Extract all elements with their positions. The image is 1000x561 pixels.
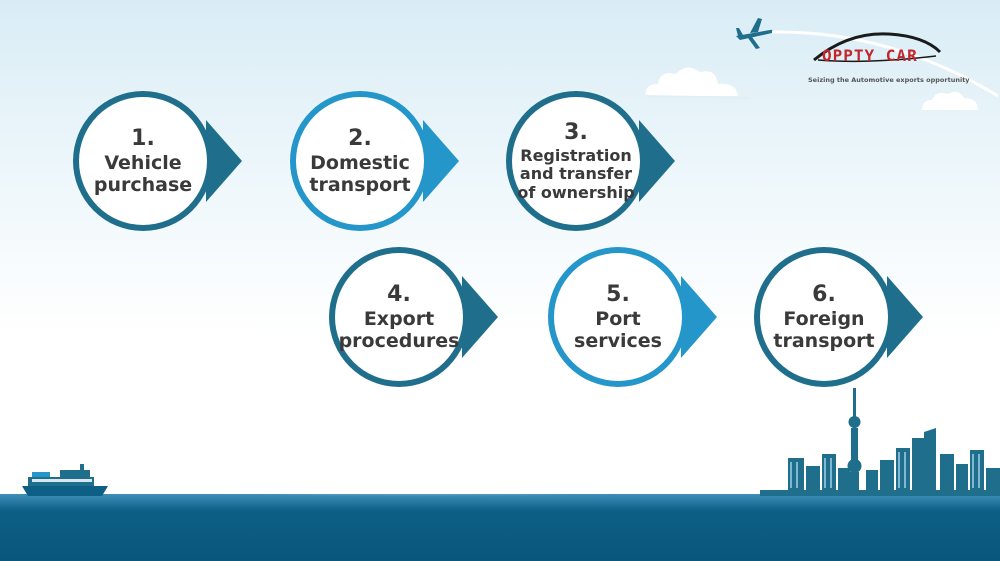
step-3: 3. Registration and transfer of ownershi… xyxy=(503,86,675,236)
step-1-number: 1. xyxy=(131,125,155,151)
step-4-number: 4. xyxy=(387,281,411,307)
step-5-number: 5. xyxy=(606,281,630,307)
step-4-label-line1: Export xyxy=(363,307,435,330)
step-3-number: 3. xyxy=(564,119,588,145)
step-3-label-line1: Registration xyxy=(520,146,632,166)
step-6-label-line1: Foreign xyxy=(783,307,865,330)
step-1-badge xyxy=(73,91,242,231)
step-2-number: 2. xyxy=(348,125,372,151)
step-2: 2. Domestic transport xyxy=(287,86,459,236)
step-5-label-line1: Port xyxy=(595,307,641,330)
step-1: 1. Vehicle purchase xyxy=(70,86,242,236)
step-6-number: 6. xyxy=(812,281,836,307)
contrail xyxy=(771,30,999,98)
step-4: 4. Export procedures xyxy=(326,242,498,392)
step-4-label-line2: procedures xyxy=(338,329,460,352)
step-5: 5. Port services xyxy=(545,242,717,392)
brand-tagline: Seizing the Automotive exports opportuni… xyxy=(808,76,970,84)
cloud-icon xyxy=(645,67,751,99)
step-5-label-line2: services xyxy=(574,329,662,352)
airplane-icon xyxy=(736,18,773,49)
step-5-badge xyxy=(548,247,717,387)
brand-name: OPPTY CAR xyxy=(822,46,918,65)
step-4-badge xyxy=(329,247,498,387)
step-6: 6. Foreign transport xyxy=(751,242,923,392)
car-logo-icon xyxy=(813,32,942,63)
step-2-label-line1: Domestic xyxy=(310,151,410,174)
ship-icon xyxy=(22,464,108,496)
step-3-label-line3: of ownership xyxy=(517,182,635,202)
step-6-badge xyxy=(754,247,923,387)
step-2-badge xyxy=(290,91,459,231)
city-skyline-icon xyxy=(760,388,1000,496)
step-3-label-line2: and transfer xyxy=(519,164,633,184)
step-1-label-line2: purchase xyxy=(93,173,193,196)
cloud-icon xyxy=(922,91,978,110)
brand-logo: OPPTY CAR Seizing the Automotive exports… xyxy=(808,32,970,98)
step-2-label-line2: transport xyxy=(309,173,411,196)
step-3-badge xyxy=(506,91,675,231)
step-1-label-line1: Vehicle xyxy=(104,151,182,174)
step-6-label-line2: transport xyxy=(773,329,875,352)
